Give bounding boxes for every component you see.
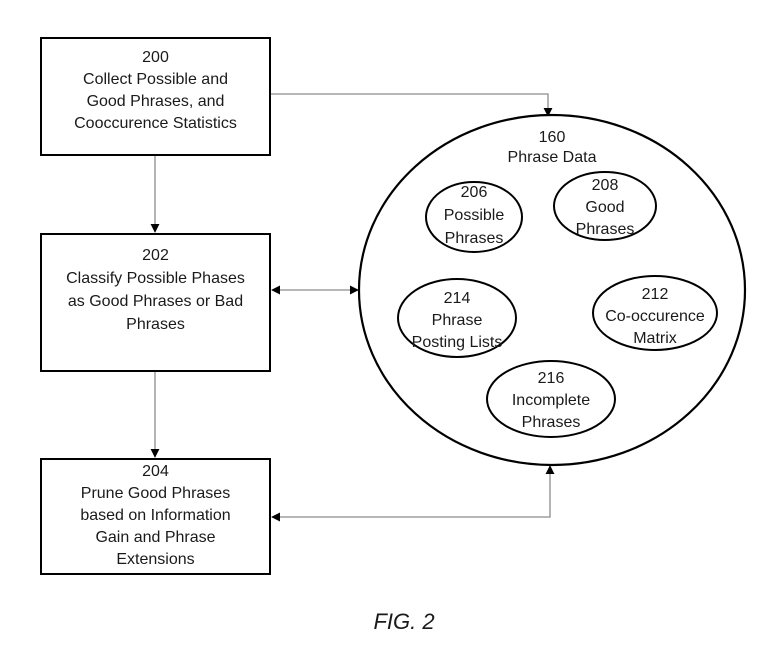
- incomplete-phrases-ellipse: 216 Incomplete Phrases: [486, 360, 616, 438]
- arrow-204-160-bidirectional: [271, 465, 555, 522]
- step-200-box: 200 Collect Possible and Good Phrases, a…: [40, 37, 271, 156]
- step-202-line-3: Phrases: [126, 316, 185, 333]
- step-200-number: 200: [142, 49, 169, 66]
- item-208-number: 208: [592, 177, 619, 194]
- item-214-line-2: Posting Lists: [412, 334, 503, 351]
- item-214-line-1: Phrase: [432, 312, 483, 329]
- item-208-line-2: Phrases: [576, 221, 635, 238]
- step-200-line-1: Collect Possible and: [83, 71, 228, 88]
- good-phrases-ellipse: 208 Good Phrases: [553, 171, 657, 241]
- step-204-line-1: Prune Good Phrases: [81, 485, 230, 502]
- item-214-number: 214: [444, 290, 471, 307]
- arrow-200-to-160: [270, 93, 553, 117]
- item-206-line-2: Phrases: [445, 230, 504, 247]
- step-204-line-4: Extensions: [116, 551, 194, 568]
- item-208-line-1: Good: [585, 199, 624, 216]
- step-202-number: 202: [142, 247, 169, 264]
- item-216-line-1: Incomplete: [512, 392, 590, 409]
- phrase-data-number: 160: [539, 129, 566, 146]
- item-216-number: 216: [538, 370, 565, 387]
- item-212-number: 212: [642, 286, 669, 303]
- co-occurence-matrix-ellipse: 212 Co-occurence Matrix: [592, 275, 718, 351]
- step-202-line-2: as Good Phrases or Bad: [68, 293, 243, 310]
- connectors: [150, 93, 555, 522]
- item-212-line-2: Matrix: [633, 330, 677, 347]
- step-204-box: 204 Prune Good Phrases based on Informat…: [40, 458, 271, 575]
- figure-caption: FIG. 2: [373, 609, 434, 634]
- step-204-line-3: Gain and Phrase: [95, 529, 215, 546]
- possible-phrases-ellipse: 206 Possible Phrases: [425, 181, 523, 253]
- step-202-line-1: Classify Possible Phases: [66, 270, 245, 287]
- phrase-posting-lists-ellipse: 214 Phrase Posting Lists: [397, 278, 517, 358]
- step-200-line-2: Good Phrases, and: [87, 93, 225, 110]
- step-204-line-2: based on Information: [80, 507, 230, 524]
- item-206-line-1: Possible: [444, 207, 505, 224]
- step-200-line-3: Cooccurence Statistics: [74, 115, 237, 132]
- item-206-number: 206: [461, 184, 488, 201]
- step-202-box: 202 Classify Possible Phases as Good Phr…: [40, 233, 271, 372]
- phrase-data-title: Phrase Data: [508, 149, 597, 166]
- item-216-line-2: Phrases: [522, 414, 581, 431]
- item-212-line-1: Co-occurence: [605, 308, 705, 325]
- step-204-number: 204: [142, 463, 169, 480]
